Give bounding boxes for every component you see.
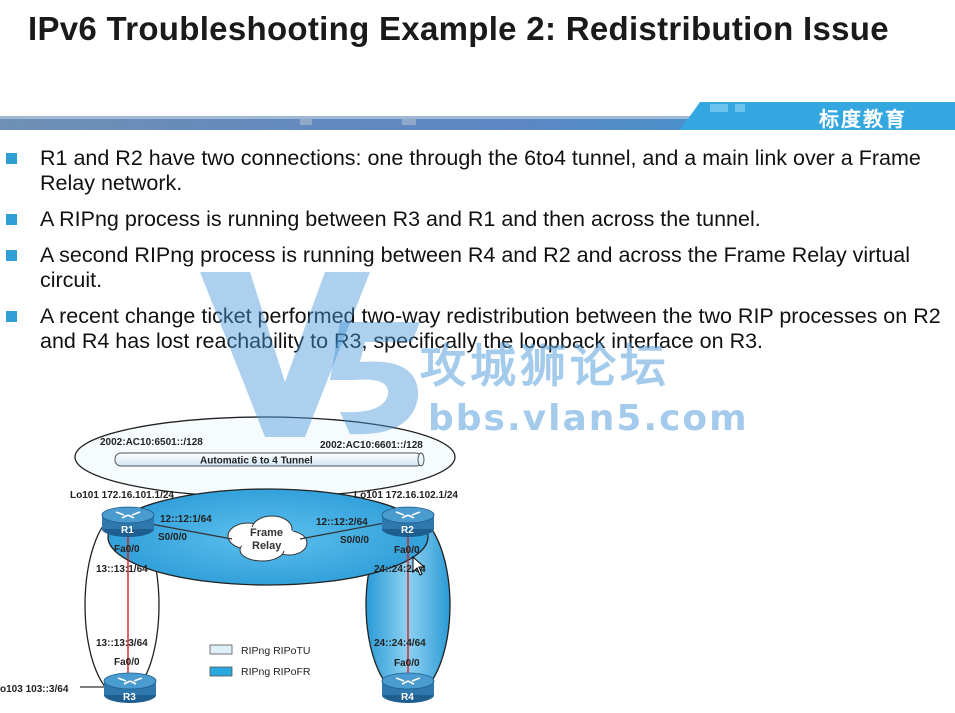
bullet-text: R1 and R2 have two connections: one thro… [40,146,921,195]
router-r1-name: R1 [121,525,134,536]
bullet-text: A second RIPng process is running betwee… [40,243,911,292]
r2-serial-address: 12::12:2/64 [316,517,368,528]
bullet-item: A RIPng process is running between R3 an… [6,207,941,232]
square-bullet-icon [6,153,17,164]
network-topology-diagram: Automatic 6 to 4 Tunnel 2002:AC10:6501::… [0,416,458,703]
legend-swatch-ripotu [209,644,233,655]
r4-fa-interface: Fa0/0 [394,658,420,669]
r1-fa-interface: Fa0/0 [114,544,140,555]
legend-label-ripofr: RIPng RIPoFR [241,666,311,678]
legend-swatch-ripofr [209,666,233,677]
r2-serial-interface: S0/0/0 [340,535,369,546]
square-bullet-icon [6,214,17,225]
router-r4-name: R4 [401,692,414,703]
bullet-item: A recent change ticket performed two-way… [6,304,941,354]
r3-loopback-label: o103 103::3/64 [0,684,69,695]
r1-serial-interface: S0/0/0 [158,532,187,543]
square-bullet-icon [6,311,17,322]
bullet-text: A recent change ticket performed two-way… [40,304,941,353]
frame-relay-label-line1: Frame [250,527,283,539]
r2-fa-interface: Fa0/0 [394,545,420,556]
slide-title: IPv6 Troubleshooting Example 2: Redistri… [28,10,889,47]
r3-fa-interface: Fa0/0 [114,657,140,668]
r2-fa-address: 24::24:2/64 [374,564,426,575]
banner-logo-text: 标度教育 [819,107,907,131]
bullet-item: A second RIPng process is running betwee… [6,243,941,293]
router-r2-icon [381,506,435,537]
watermark-chinese-text: 攻城狮论坛 [420,339,670,393]
router-r3-icon [103,672,157,703]
tunnel-left-address: 2002:AC10:6501::/128 [100,437,203,448]
legend: RIPng RIPoTU RIPng RIPoFR [209,644,311,678]
frame-relay-label-line2: Relay [252,540,282,552]
bullet-list: R1 and R2 have two connections: one thro… [6,146,941,365]
legend-label-ripotu: RIPng RIPoTU [241,645,310,657]
tunnel-label: Automatic 6 to 4 Tunnel [200,456,313,467]
serial-link-r2 [299,521,391,540]
bullet-text: A RIPng process is running between R3 an… [40,207,761,231]
router-r2-name: R2 [401,525,414,536]
r2-loopback-label: Lo101 172.16.102.1/24 [354,490,458,501]
router-r1-icon [101,506,155,537]
square-bullet-icon [6,250,17,261]
frame-relay-cloud-icon [227,515,308,562]
r1-serial-address: 12::12:1/64 [160,514,212,525]
bullet-item: R1 and R2 have two connections: one thro… [6,146,941,196]
r3-fa-address: 13::13:3/64 [96,638,148,649]
r1-loopback-label: Lo101 172.16.101.1/24 [70,490,174,501]
r1-fa-address: 13::13:1/64 [96,564,148,575]
mouse-cursor-icon [412,555,426,576]
router-r3-name: R3 [123,692,136,703]
serial-link-r1 [139,521,233,540]
title-banner [0,102,955,130]
router-r4-icon [381,672,435,703]
watermark-url-text: bbs.vlan5.com [428,398,749,439]
r4-fa-address: 24::24:4/64 [374,638,426,649]
tunnel-right-address: 2002:AC10:6601::/128 [320,440,423,451]
